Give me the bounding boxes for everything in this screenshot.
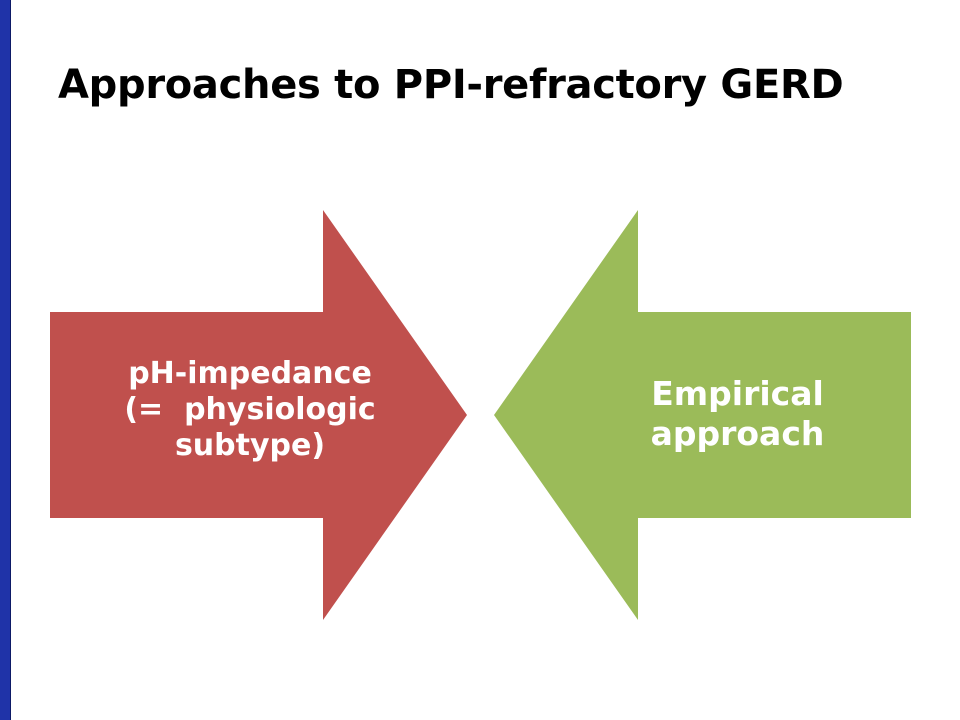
right-arrow-label-line-2: approach [650,413,825,453]
right-pointing-arrow [50,210,467,620]
left-arrow-label-line-2: (= physiologic [124,392,376,427]
left-arrow-label-line-1: pH-impedance [128,356,372,391]
left-pointing-arrow [494,210,911,620]
slide-title: Approaches to PPI-refractory GERD [58,62,844,108]
left-border-bar [0,0,11,720]
right-arrow-label-line-1: Empirical [651,374,824,413]
left-arrow-label: pH-impedance (= physiologic subtype) [50,356,450,464]
left-arrow-label-line-3: subtype) [174,428,326,463]
right-arrow-label: Empirical approach [620,374,855,453]
